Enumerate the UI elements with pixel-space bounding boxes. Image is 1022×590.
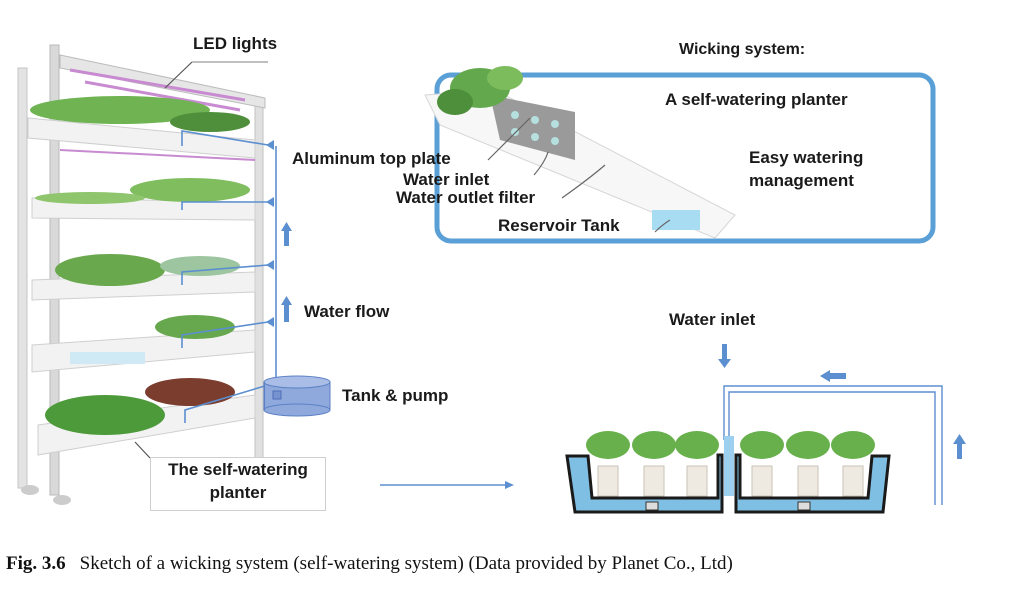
cross-section-water-inlet-label: Water inlet [669,310,756,329]
planter-label-line1: The self-watering [168,460,308,479]
water-outlet-filter-label: Water outlet filter [396,188,536,207]
led-bar [69,68,246,102]
led-bar [59,149,256,161]
shelf-2 [31,178,256,221]
figure-number: Fig. 3.6 [6,553,66,574]
planter-cross-section [565,431,891,514]
self-watering-planter-subtitle: A self-watering planter [665,90,848,109]
wicking-frame [434,72,936,244]
return-pipe [723,385,943,505]
reservoir [652,210,700,230]
aluminum-top-plate-label: Aluminum top plate [292,149,451,168]
wicking-system-title: Wicking system: [679,41,806,58]
water-flow-label: Water flow [304,302,390,321]
tank-pump-label: Tank & pump [342,386,449,405]
left-arrow-icon [820,370,846,382]
reservoir-tank-label: Reservoir Tank [498,216,620,235]
label-pointers [487,117,671,233]
pipe-arrowheads [266,140,274,387]
up-arrow-icon [281,222,292,246]
tank-icon [263,375,331,417]
self-watering-planter-label: The self-watering planter [150,457,326,511]
up-arrow-icon [281,296,292,322]
down-arrow-icon [718,344,731,368]
led-lights-label: LED lights [193,34,278,53]
pipe-system [181,130,277,423]
planter-label-line2: planter [209,483,267,502]
shelf-5 [37,378,256,456]
shelf-rack [17,44,267,505]
caption-text: Sketch of a wicking system (self-waterin… [79,553,733,574]
shelf-3 [31,254,256,301]
shelf-4 [31,315,256,373]
shelf-1 [27,96,256,159]
planter-tray [424,66,736,239]
water-inlet-label: Water inlet [403,170,490,189]
led-bar [84,80,241,112]
easy-watering-line2: management [749,171,854,190]
figure-caption: Fig. 3.6 Sketch of a wicking system (self… [6,553,733,575]
right-arrow-icon [380,481,514,489]
up-arrow-icon [953,434,966,459]
easy-watering-line1: Easy watering [749,148,864,167]
led-pointer [164,61,193,89]
